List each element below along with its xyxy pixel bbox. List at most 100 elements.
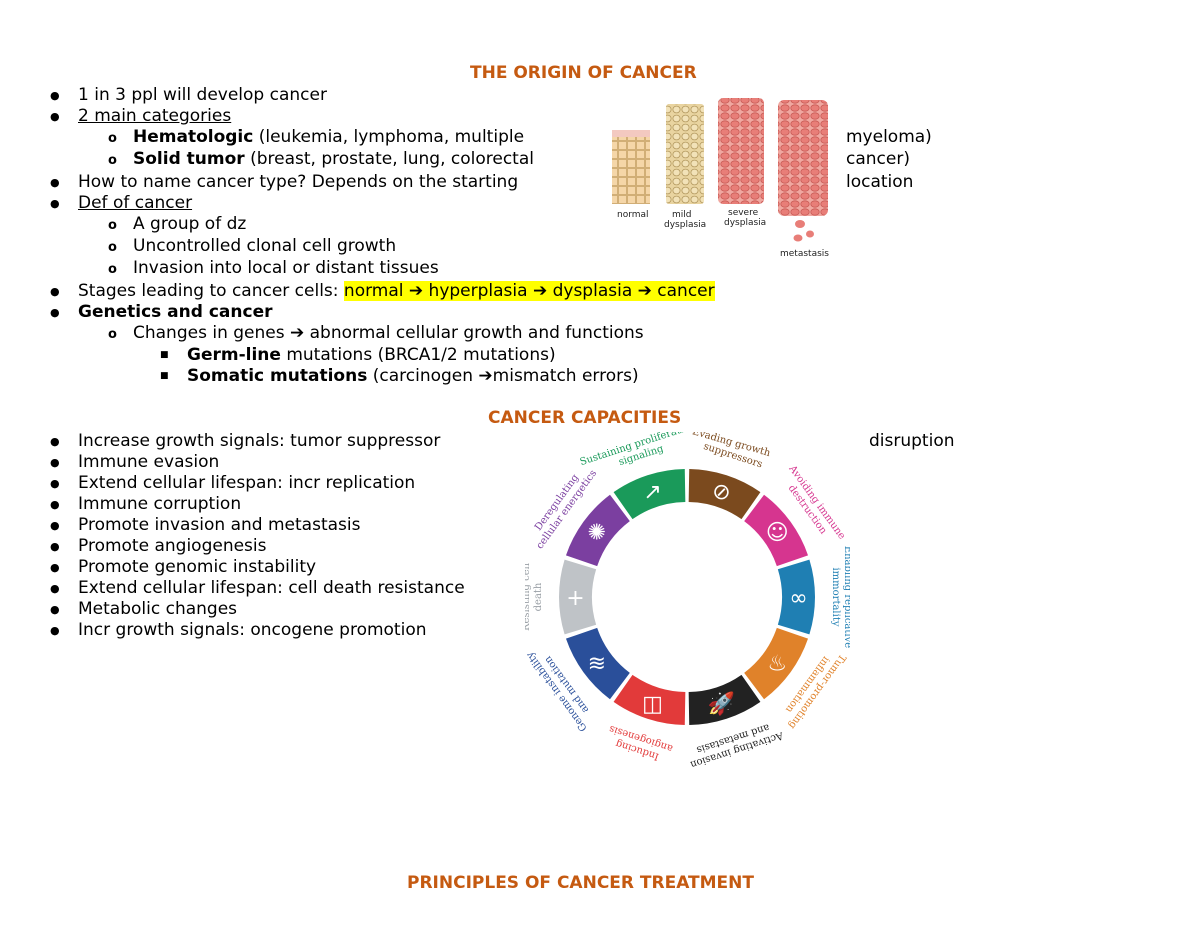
figure-label: dysplasia xyxy=(664,220,706,230)
list-item: Promote angiogenesis xyxy=(78,536,267,556)
atom-icon: ✺ xyxy=(588,520,606,545)
term-bold: Solid tumor xyxy=(133,149,245,169)
vessel-icon: ◫ xyxy=(642,692,663,717)
bullet: ● xyxy=(50,624,60,637)
list-item: Stages leading to cancer cells: normal ➔… xyxy=(78,281,715,302)
list-item: Def of cancer xyxy=(78,193,193,213)
term-bold: Somatic mutations xyxy=(187,366,368,386)
list-item: Immune corruption xyxy=(78,494,242,514)
bullet-circle: o xyxy=(108,131,117,146)
ring-segment-cell-death xyxy=(559,559,597,635)
bullet: ● xyxy=(50,435,60,448)
bullet-circle: o xyxy=(108,153,117,168)
list-item: Incr growth signals: oncogene promotion xyxy=(78,620,427,640)
ring-segment-immune-destruction xyxy=(744,494,809,567)
infinity-icon: ∞ xyxy=(789,586,807,611)
term-desc: mutations (BRCA1/2 mutations) xyxy=(280,345,556,365)
ring-label: Resisting cell xyxy=(525,563,532,631)
rocket-icon: 🚀 xyxy=(708,691,735,717)
stop-icon: ⊘ xyxy=(712,480,730,505)
list-item: Changes in genes ➔ abnormal cellular gro… xyxy=(133,323,644,343)
ring-segment-inflammation xyxy=(744,627,809,700)
list-item: Extend cellular lifespan: cell death res… xyxy=(78,578,465,598)
figure-label: severe xyxy=(728,208,759,218)
list-item: Germ-line mutations (BRCA1/2 mutations) xyxy=(187,345,556,366)
bullet-circle: o xyxy=(108,240,117,255)
list-item: 2 main categories xyxy=(78,106,232,126)
list-item: Hematologic (leukemia, lymphoma, multipl… xyxy=(133,127,524,148)
bullet-circle: o xyxy=(108,327,117,342)
list-item: Uncontrolled clonal cell growth xyxy=(133,236,397,256)
figure-label: mild xyxy=(672,210,691,220)
normal-tissue xyxy=(612,136,650,204)
flame-icon: ♨ xyxy=(767,652,787,677)
figure-label: normal xyxy=(617,210,649,220)
bullet: ● xyxy=(50,477,60,490)
list-item-continuation: myeloma) xyxy=(846,127,932,147)
severe-dysplasia-tissue xyxy=(718,98,764,204)
ring-segment-genome xyxy=(565,627,630,700)
bullet: ● xyxy=(50,603,60,616)
section-title-treatment: PRINCIPLES OF CANCER TREATMENT xyxy=(407,873,754,893)
figure-label: metastasis xyxy=(780,249,829,259)
arrow-icon: ↗ xyxy=(643,480,661,505)
ring-label: death xyxy=(533,582,544,611)
bullet: ● xyxy=(50,519,60,532)
bullet-square: ■ xyxy=(160,350,169,360)
term-bold: Hematologic xyxy=(133,127,254,147)
metastasis-tissue xyxy=(778,100,828,216)
bullet: ● xyxy=(50,456,60,469)
bullet: ● xyxy=(50,197,60,210)
dna-icon: ≋ xyxy=(588,652,606,677)
list-item: Extend cellular lifespan: incr replicati… xyxy=(78,473,416,493)
ring-label: Enabling replicative xyxy=(842,546,850,648)
pacman-icon: ☺ xyxy=(766,520,789,545)
bullet: ● xyxy=(50,498,60,511)
plus-icon: + xyxy=(566,586,584,611)
term-desc: (breast, prostate, lung, colorectal xyxy=(244,149,534,169)
bullet: ● xyxy=(50,285,60,298)
term-desc: (carcinogen ➔mismatch errors) xyxy=(367,366,639,386)
list-item-continuation: location xyxy=(846,172,914,192)
bullet: ● xyxy=(50,176,60,189)
ring-segment-growth-suppressors xyxy=(688,469,761,520)
list-item: 1 in 3 ppl will develop cancer xyxy=(78,85,327,105)
bullet: ● xyxy=(50,89,60,102)
ring-segment-energetics xyxy=(565,494,630,567)
bullet: ● xyxy=(50,561,60,574)
term-desc: (leukemia, lymphoma, multiple xyxy=(253,127,525,147)
bullet-circle: o xyxy=(108,218,117,233)
list-item-continuation: disruption xyxy=(869,431,955,451)
ring-segment-invasion xyxy=(688,674,761,725)
mild-dysplasia-tissue xyxy=(666,104,704,204)
ring-segment-proliferative xyxy=(613,469,686,520)
bullet-square: ■ xyxy=(160,371,169,381)
ring-segment-immortality xyxy=(777,559,815,635)
ring-label: immortality xyxy=(830,567,841,626)
section-title-origin: THE ORIGIN OF CANCER xyxy=(470,63,697,83)
term-bold: Germ-line xyxy=(187,345,281,365)
stages-highlight: normal ➔ hyperplasia ➔ dysplasia ➔ cance… xyxy=(343,281,715,301)
bullet: ● xyxy=(50,540,60,553)
bullet: ● xyxy=(50,306,60,319)
list-item: Invasion into local or distant tissues xyxy=(133,258,439,278)
ring-segment-angiogenesis xyxy=(613,674,686,725)
stages-lead: Stages leading to cancer cells: xyxy=(78,281,344,301)
hallmarks-ring: ⊘☺∞♨🚀◫≋+✺↗Evading growthsuppressorsAvoid… xyxy=(525,432,850,767)
list-item: Increase growth signals: tumor suppresso… xyxy=(78,431,441,451)
bullet-circle: o xyxy=(108,262,117,277)
list-item: How to name cancer type? Depends on the … xyxy=(78,172,519,192)
bullet: ● xyxy=(50,582,60,595)
bullet: ● xyxy=(50,110,60,123)
list-item: Promote genomic instability xyxy=(78,557,317,577)
list-item: Promote invasion and metastasis xyxy=(78,515,361,535)
dysplasia-figure: normal mild dysplasia severe dysplasia m… xyxy=(612,98,829,259)
list-item-continuation: cancer) xyxy=(846,149,910,169)
list-item: Immune evasion xyxy=(78,452,220,472)
section-title-capacities: CANCER CAPACITIES xyxy=(488,408,682,428)
list-item: Solid tumor (breast, prostate, lung, col… xyxy=(133,149,534,170)
list-item: Genetics and cancer xyxy=(78,302,273,322)
list-item: A group of dz xyxy=(133,214,247,234)
list-item: Somatic mutations (carcinogen ➔mismatch … xyxy=(187,366,639,387)
list-item: Metabolic changes xyxy=(78,599,238,619)
